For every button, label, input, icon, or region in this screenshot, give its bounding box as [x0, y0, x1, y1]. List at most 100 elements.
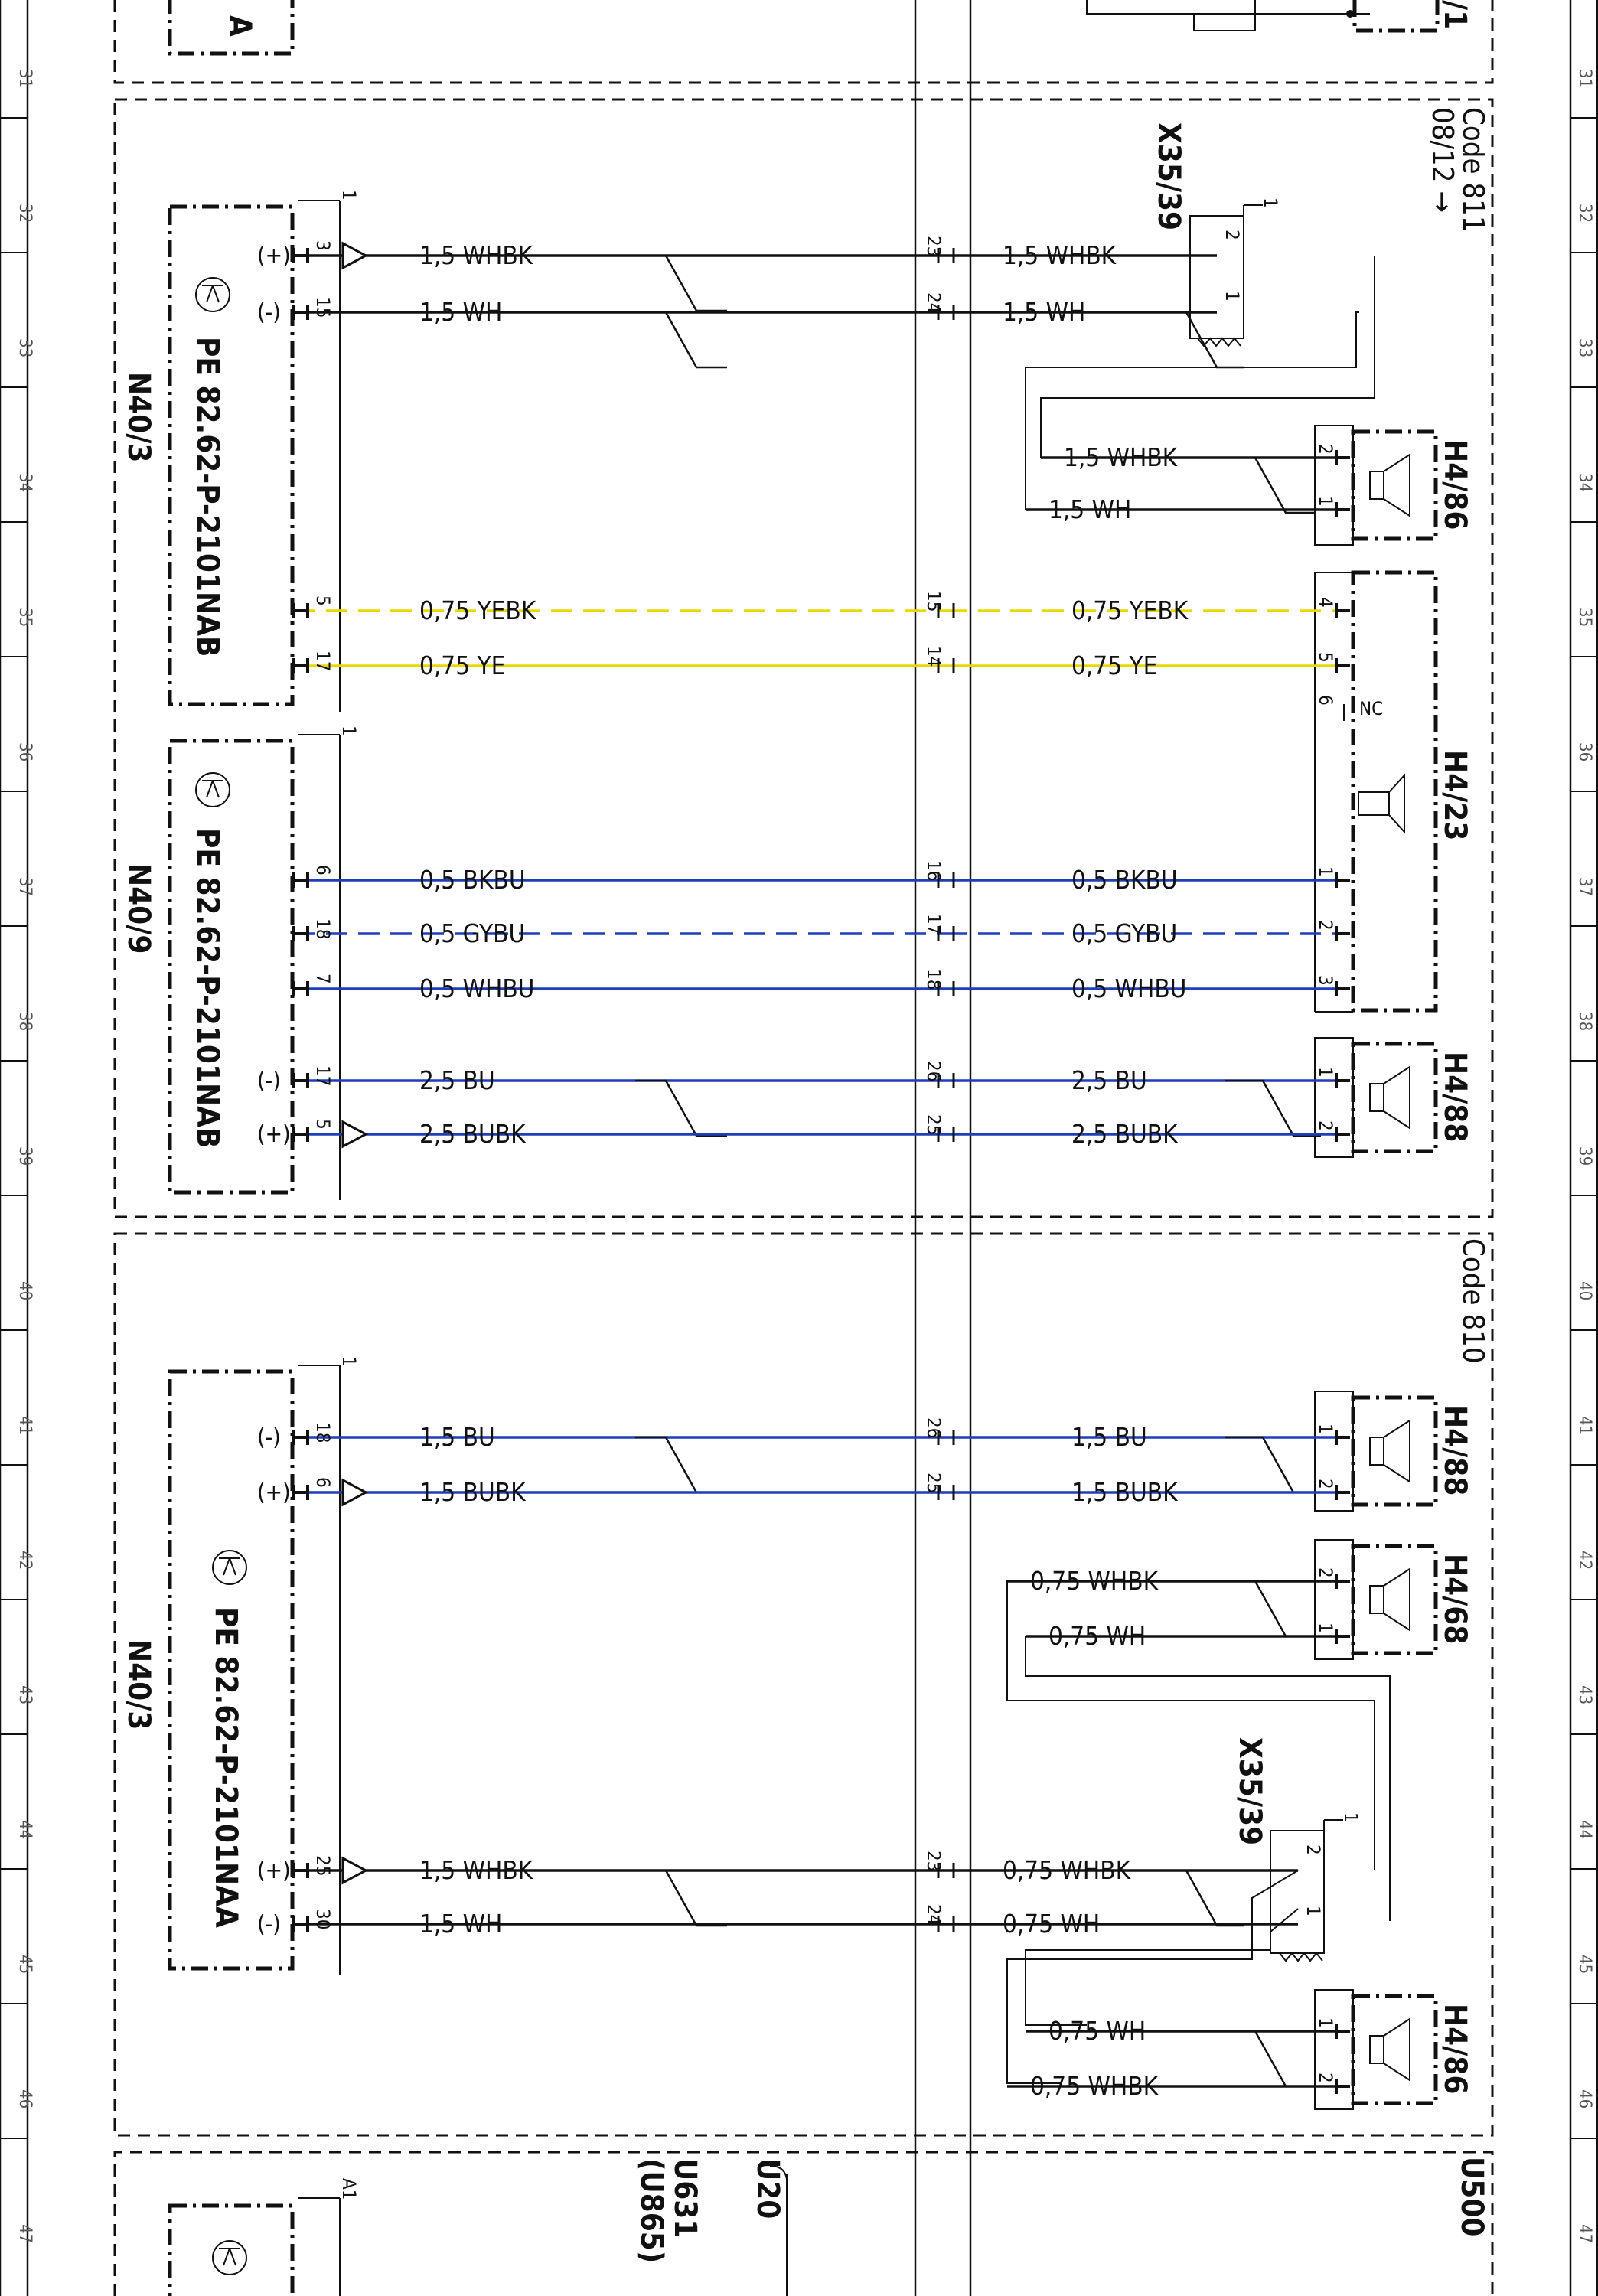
wire-label-left: 0,5 WHBU — [419, 974, 534, 1003]
polarity-label: (-) — [257, 1068, 281, 1094]
module-label-n40-3-top: N40/3 — [121, 372, 156, 462]
wire-label-right: 0,5 GYBU — [1071, 918, 1177, 948]
pin-number: 14 — [923, 646, 944, 667]
module-h4-23: 6 NC H4/23 — [1314, 570, 1472, 1013]
speaker-label: H4/88 — [1437, 1052, 1472, 1142]
code-810-label: Code 810 — [1456, 1238, 1490, 1364]
connector-x35-39-bottom: 1 2 1 X35/39 — [1232, 1737, 1362, 1962]
u500-label: U500 — [1454, 2157, 1489, 2236]
bottom-remnant: A1 U20 U631 (U865) U500 — [168, 2157, 1489, 2296]
pin-number: 1 — [1315, 496, 1336, 507]
ruler-row-label: 45 — [15, 1955, 34, 1974]
pin-number: 23 — [923, 236, 944, 256]
pin-number: 26 — [923, 1417, 944, 1438]
ruler-row-label: 36 — [15, 742, 34, 762]
speaker-label: H4/86 — [1437, 2004, 1472, 2094]
wire-label-right: 0,75 YEBK — [1071, 595, 1189, 625]
polarity-label: (+) — [257, 1479, 291, 1506]
ruler-row-label: 43 — [1575, 1685, 1594, 1704]
x35-39-top-label: X35/39 — [1151, 122, 1186, 230]
transistor-icon — [212, 1550, 247, 1585]
ruler-row-label: 46 — [1575, 2089, 1594, 2108]
wire-label-right: 2,5 BUBK — [1071, 1119, 1179, 1149]
pin-number: 3 — [1315, 975, 1336, 986]
pin-number: 15 — [923, 591, 944, 612]
pin-number: 2 — [1315, 920, 1336, 931]
pin-number: 1 — [1315, 2017, 1336, 2028]
wire-label-right: 0,5 BKBU — [1071, 865, 1178, 895]
svg-text:6: 6 — [1315, 695, 1336, 706]
pe-reference-bottom[interactable]: PE 82.62-P-2101NAA — [208, 1607, 243, 1928]
wire-label-left: 1,5 BUBK — [419, 1477, 527, 1507]
ruler-row-label: 45 — [1575, 1955, 1594, 1974]
ruler-row-label: 37 — [15, 877, 34, 896]
ruler-row-label: 33 — [1575, 338, 1594, 357]
speaker-icon: H4/68 — [1314, 1539, 1472, 1660]
pin-number: 25 — [923, 1473, 944, 1493]
speaker-label: H4/88 — [1437, 1405, 1472, 1495]
pin-number: 17 — [312, 1065, 334, 1086]
pin-number: 2 — [1315, 2073, 1336, 2083]
wire-label-right: 0,75 YE — [1071, 651, 1157, 680]
ruler-row-label: 42 — [1575, 1551, 1594, 1570]
ruler-row-label: 32 — [15, 204, 34, 223]
wire-label-right: 1,5 BUBK — [1071, 1477, 1179, 1507]
ruler-row-label: 36 — [1575, 742, 1594, 762]
pin-number: 1 — [1315, 1424, 1336, 1434]
region-frames — [113, 0, 1494, 2296]
polarity-label: (+) — [257, 1121, 291, 1148]
ruler-row-label: 34 — [15, 473, 34, 492]
pin-number: 15 — [312, 297, 334, 318]
pin-number: 6 — [312, 1477, 334, 1488]
ruler-row-label: 42 — [15, 1551, 34, 1570]
module-n40-3-top: 1 PE 82.62-P-2101NAB N40/3 — [121, 190, 360, 712]
pin-number: 6 — [312, 865, 334, 876]
pin-number: 24 — [923, 1904, 944, 1925]
ruler-row-label: 41 — [15, 1416, 34, 1435]
code-811-date: 08/12 → — [1426, 107, 1459, 213]
nc-label: NC — [1359, 698, 1383, 719]
wire-label-right: 1,5 WHBK — [1003, 240, 1117, 270]
pin-number: 26 — [923, 1061, 944, 1081]
pin-number: 4 — [1315, 597, 1336, 608]
wire-label-right: 0,75 WHBK — [1030, 2071, 1159, 2101]
speaker-icon: H4/86 — [1314, 1989, 1472, 2110]
ruler-row-label: 35 — [15, 608, 34, 627]
pe-reference-mid[interactable]: PE 82.62-P-2101NAB — [190, 828, 225, 1148]
svg-text:1: 1 — [1340, 1812, 1362, 1823]
pe-reference-top[interactable]: PE 82.62-P-2101NAB — [190, 337, 225, 657]
pin-number: 1 — [1315, 1623, 1336, 1633]
speaker-label: H4/68 — [1437, 1554, 1472, 1644]
speaker-icon: H4/88 — [1314, 1391, 1472, 1512]
wire-label-left: 2,5 BU — [419, 1065, 495, 1095]
pin-number: 24 — [923, 292, 944, 313]
speaker-icon: H4/88 — [1314, 1037, 1472, 1158]
ruler-row-label: 39 — [15, 1146, 34, 1166]
pin-number: 7 — [312, 974, 334, 984]
ruler-row-label: 40 — [15, 1281, 34, 1300]
u20-label: U20 — [750, 2158, 785, 2219]
svg-text:1: 1 — [338, 726, 360, 736]
svg-text:2: 2 — [1303, 1844, 1324, 1855]
pin-number: 2 — [1315, 1567, 1336, 1578]
pin-number: 18 — [312, 1422, 334, 1443]
svg-text:1: 1 — [338, 190, 360, 201]
module-label-n40-9: N40/9 — [121, 863, 156, 954]
pin-number: 25 — [312, 1855, 334, 1876]
pin-number: 1 — [1315, 866, 1336, 877]
routing — [1006, 256, 1391, 2084]
ruler-row-label: 47 — [15, 2224, 34, 2243]
pin-number: 5 — [312, 595, 334, 606]
speaker-icon: H4/86 — [1314, 425, 1472, 546]
